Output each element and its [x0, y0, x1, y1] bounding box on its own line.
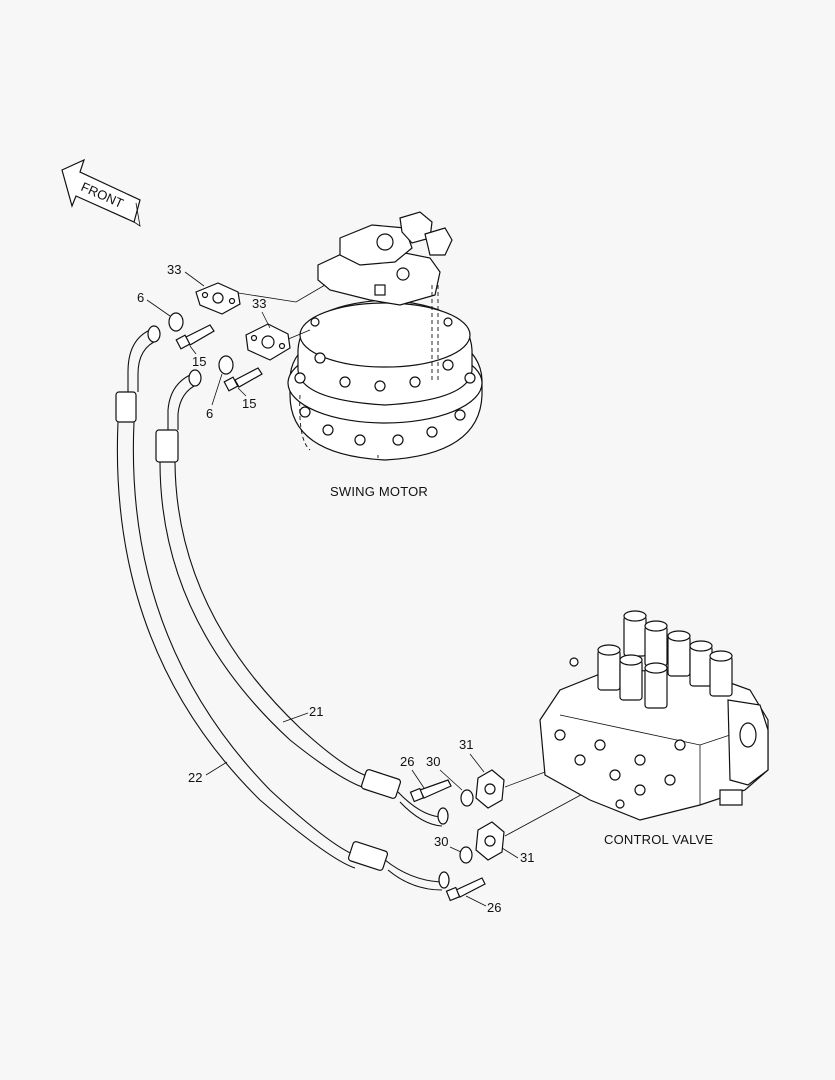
flange-33-upper [195, 282, 241, 315]
callout-6-upper: 6 [137, 290, 144, 305]
motor-bolts [294, 317, 476, 446]
callouts: 33 6 33 15 6 15 21 22 26 30 31 30 31 26 [137, 262, 534, 915]
bolt-26-lower [445, 877, 486, 902]
front-arrow: FRONT [61, 158, 141, 227]
valve-ports [554, 657, 686, 809]
bolt-26-upper [409, 779, 452, 803]
callout-30-lower: 30 [434, 834, 448, 849]
callout-30-upper: 30 [426, 754, 440, 769]
callout-31-upper: 31 [459, 737, 473, 752]
callout-31-lower: 31 [520, 850, 534, 865]
flange-31-upper [475, 769, 505, 809]
swing-motor [287, 211, 483, 461]
callout-22: 22 [188, 770, 202, 785]
o-ring-6-upper [168, 312, 184, 332]
bolt-15-upper [175, 324, 215, 350]
hose-21 [155, 369, 449, 827]
spools [597, 610, 733, 709]
control-valve [539, 610, 769, 821]
callout-21: 21 [309, 704, 323, 719]
callout-15-lower: 15 [242, 396, 256, 411]
bolt-15-lower [223, 367, 263, 392]
callout-15-upper: 15 [192, 354, 206, 369]
callout-26-upper: 26 [400, 754, 414, 769]
o-ring-30-upper [460, 789, 474, 807]
o-ring-6-lower [218, 355, 234, 375]
flange-31-lower [475, 821, 505, 861]
flange-33-lower [245, 323, 291, 361]
hose-22 [115, 325, 450, 891]
o-ring-30-lower [459, 846, 473, 864]
callout-26-lower: 26 [487, 900, 501, 915]
callout-33-upper: 33 [167, 262, 181, 277]
callout-33-lower: 33 [252, 296, 266, 311]
control-valve-caption: CONTROL VALVE [604, 832, 713, 847]
callout-6-lower: 6 [206, 406, 213, 421]
swing-motor-caption: SWING MOTOR [330, 484, 428, 499]
